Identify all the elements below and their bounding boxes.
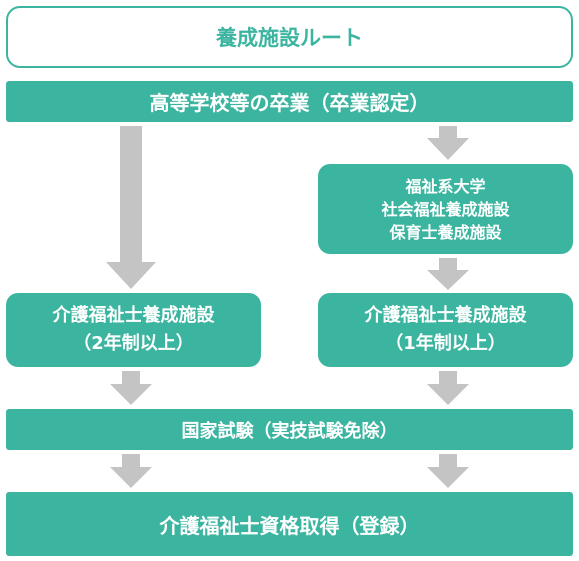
national-exam-text: 国家試験（実技試験免除） xyxy=(181,420,398,442)
arrow-down-icon xyxy=(427,454,469,488)
arrow-down-icon xyxy=(110,454,152,488)
care-worker-training-2yr-title: 介護福祉士養成施設 xyxy=(52,305,215,326)
arrow-down-icon xyxy=(427,371,469,405)
high-school-graduation-text: 高等学校等の卒業（卒業認定） xyxy=(149,91,430,115)
high-school-graduation-box: 高等学校等の卒業（卒業認定） xyxy=(6,81,573,122)
social-welfare-training-line: 社会福祉養成施設 xyxy=(381,199,510,219)
care-worker-training-2yr-box: 介護福祉士養成施設 （2年制以上） xyxy=(6,293,261,367)
welfare-university-line: 福祉系大学 xyxy=(405,176,486,196)
route-title-text: 養成施設ルート xyxy=(216,26,363,50)
care-worker-training-1yr-duration: （1年制以上） xyxy=(385,333,506,354)
arrow-down-icon xyxy=(427,258,469,290)
childcare-training-line: 保育士養成施設 xyxy=(389,222,502,242)
care-worker-training-1yr-box: 介護福祉士養成施設 （1年制以上） xyxy=(318,293,573,367)
care-worker-training-1yr-title: 介護福祉士養成施設 xyxy=(364,305,527,326)
arrow-down-icon xyxy=(427,126,469,160)
arrow-down-icon xyxy=(106,126,156,289)
route-title: 養成施設ルート xyxy=(6,6,573,68)
care-worker-training-2yr-duration: （2年制以上） xyxy=(73,333,194,354)
national-exam-box: 国家試験（実技試験免除） xyxy=(6,409,573,450)
certification-text: 介護福祉士資格取得（登録） xyxy=(159,513,420,538)
arrow-down-icon xyxy=(110,371,152,405)
certification-box: 介護福祉士資格取得（登録） xyxy=(6,492,573,556)
welfare-university-box: 福祉系大学 社会福祉養成施設 保育士養成施設 xyxy=(318,164,573,254)
